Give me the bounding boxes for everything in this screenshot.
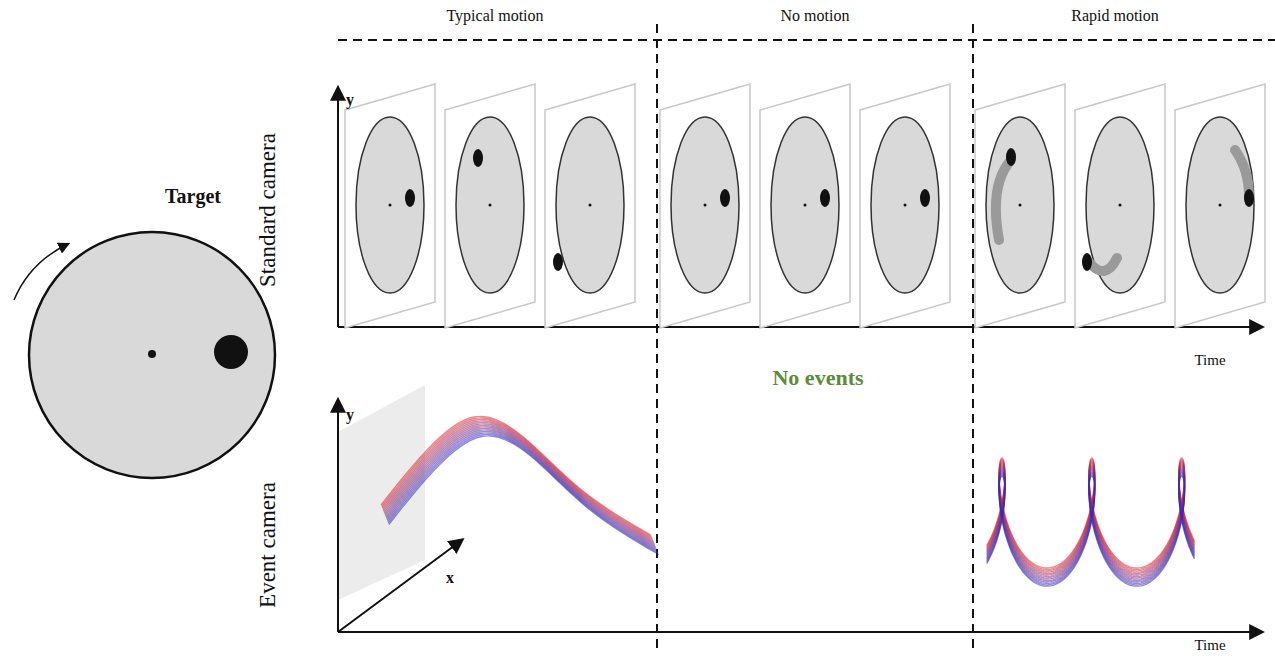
event-stream (381, 416, 1194, 586)
column-heading: Typical motion (446, 7, 543, 25)
column-separator (972, 24, 974, 648)
event-trace (388, 434, 658, 553)
time-axis (338, 326, 1262, 328)
row-label: Standard camera (255, 133, 280, 287)
y-axis (337, 88, 339, 327)
event-trace (987, 476, 1195, 586)
column-heading: Rapid motion (1071, 7, 1159, 25)
header-rule (338, 39, 1275, 41)
rotation-arrow (14, 244, 68, 300)
camera-frames (345, 84, 1265, 328)
target-label: Target (165, 185, 221, 207)
y-axis (337, 400, 339, 632)
column-heading: No motion (781, 7, 850, 25)
frame (975, 84, 1065, 328)
axis-label: y (346, 91, 354, 109)
row-label: Event camera (255, 482, 280, 608)
x-axis (338, 540, 462, 632)
event-trace (389, 436, 659, 555)
event-trace (388, 433, 658, 552)
frame (860, 84, 950, 328)
frame (345, 84, 435, 328)
frame (1075, 84, 1165, 328)
axis-label: Time (1194, 352, 1225, 369)
axis-label: y (346, 406, 354, 424)
target-disc (29, 232, 275, 478)
axis-label: Time (1194, 637, 1225, 654)
status-note: No events (772, 366, 863, 390)
frame (760, 84, 850, 328)
frame (445, 84, 535, 328)
frame (545, 84, 635, 328)
time-axis (338, 631, 1262, 633)
axis-label: x (446, 569, 454, 587)
frame (1175, 84, 1265, 328)
frame (660, 84, 750, 328)
